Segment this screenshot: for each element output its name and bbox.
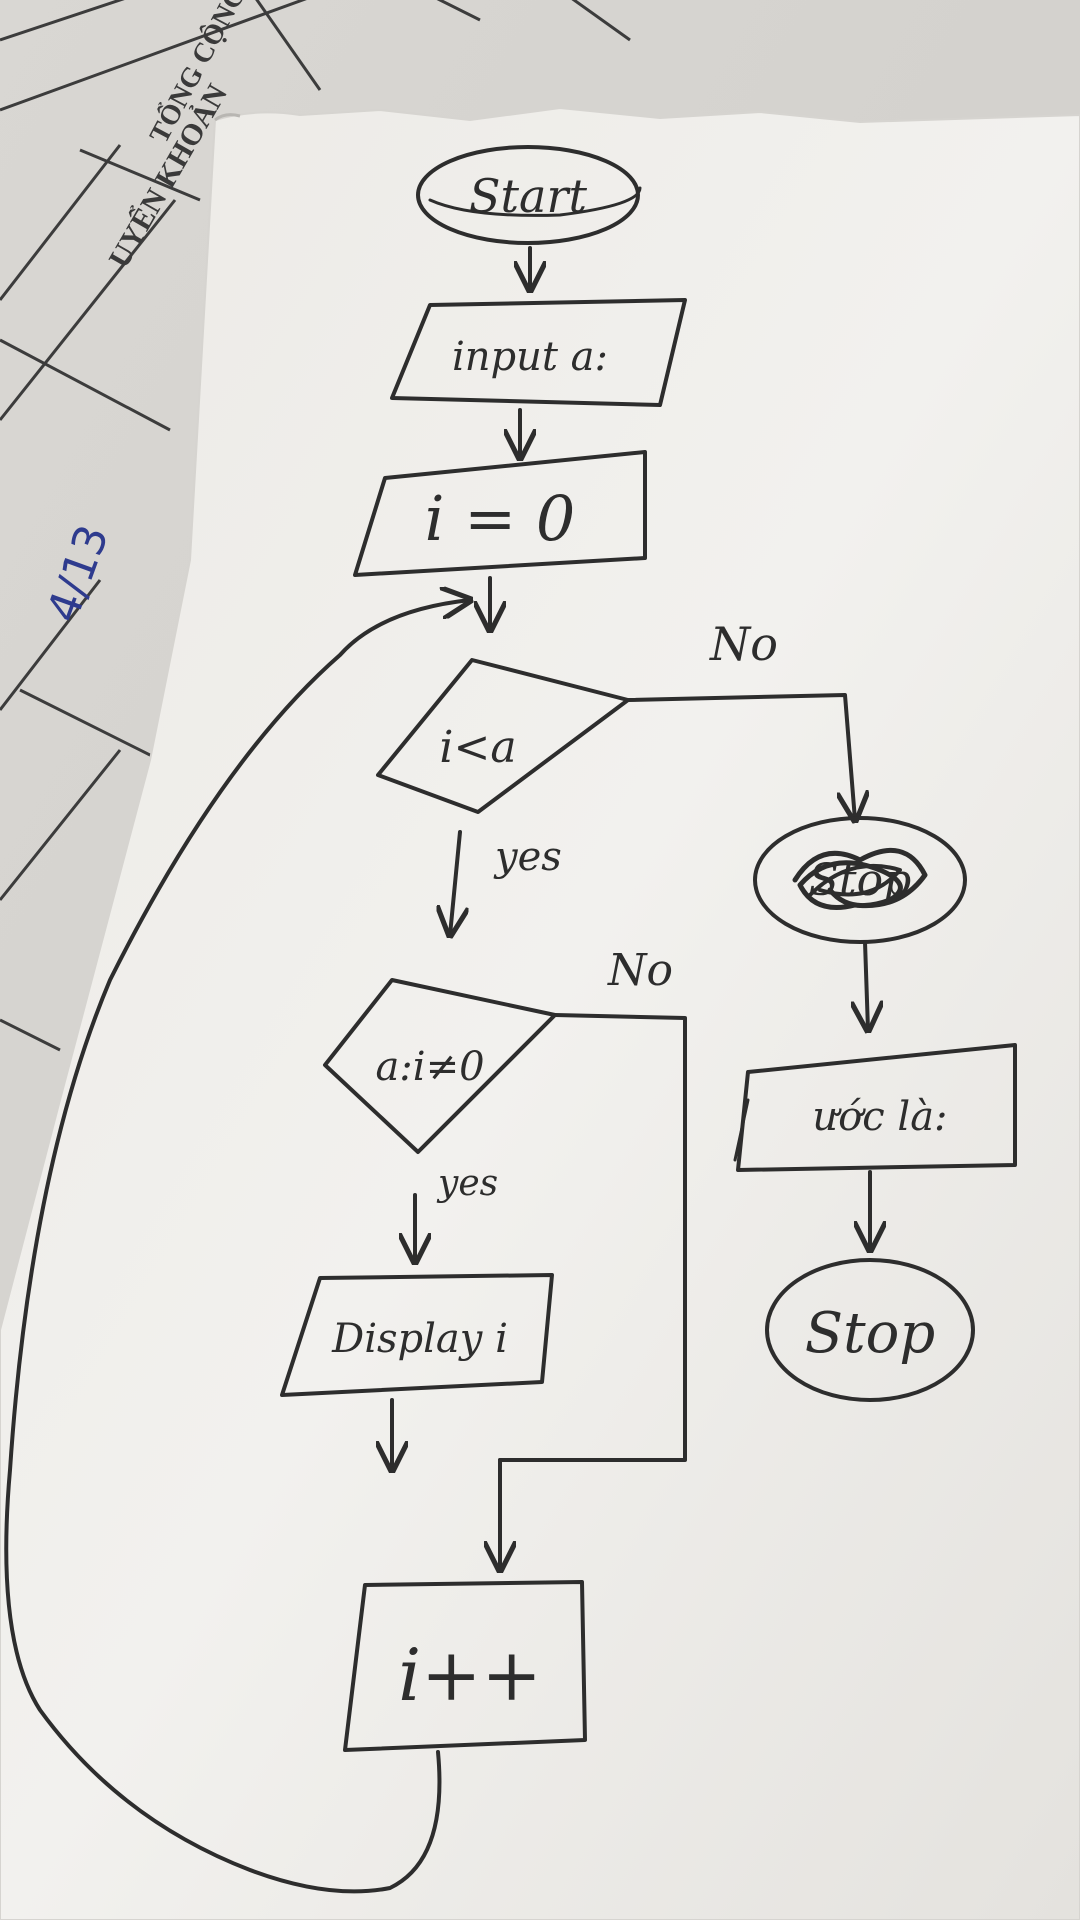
check-no-branch-line [498,1013,687,1462]
check-no-label: No [607,945,673,996]
arrow-loop-yes [450,830,460,935]
loop-no-label: No [709,617,778,671]
flowchart-paper [0,106,1080,1920]
decision-loop-diamond: i<a [376,658,630,814]
loop-no-branch-line [626,693,855,820]
arrow-stop-to-output [865,940,868,1030]
start-terminal: Start [416,145,642,245]
flowchart: Start input a: i = 0 i<a No Stop [4,145,1017,1894]
check-condition-label: a:i≠0 [375,1044,484,1090]
output-box: ước là: [733,1043,1017,1172]
loop-yes-label: yes [493,834,562,880]
stop-terminal: Stop [765,1258,975,1402]
stop-label: Stop [805,1301,935,1366]
output-label: ước là: [812,1094,947,1140]
increment-process-box: i++ [343,1580,587,1752]
init-label: i = 0 [425,482,576,555]
decision-check-diamond: a:i≠0 [323,978,557,1154]
check-yes-label: yes [436,1163,498,1204]
input-label: input a: [452,334,608,380]
display-parallelogram: Display i [280,1273,554,1397]
loop-condition-label: i<a [439,722,516,773]
loop-back-line [4,600,470,1894]
input-parallelogram: input a: [390,298,687,407]
display-label: Display i [331,1316,508,1362]
init-process-box: i = 0 [353,450,647,577]
crossed-out-stop: Stop [753,816,967,944]
start-label: Start [469,169,587,223]
increment-label: i++ [398,1633,542,1717]
